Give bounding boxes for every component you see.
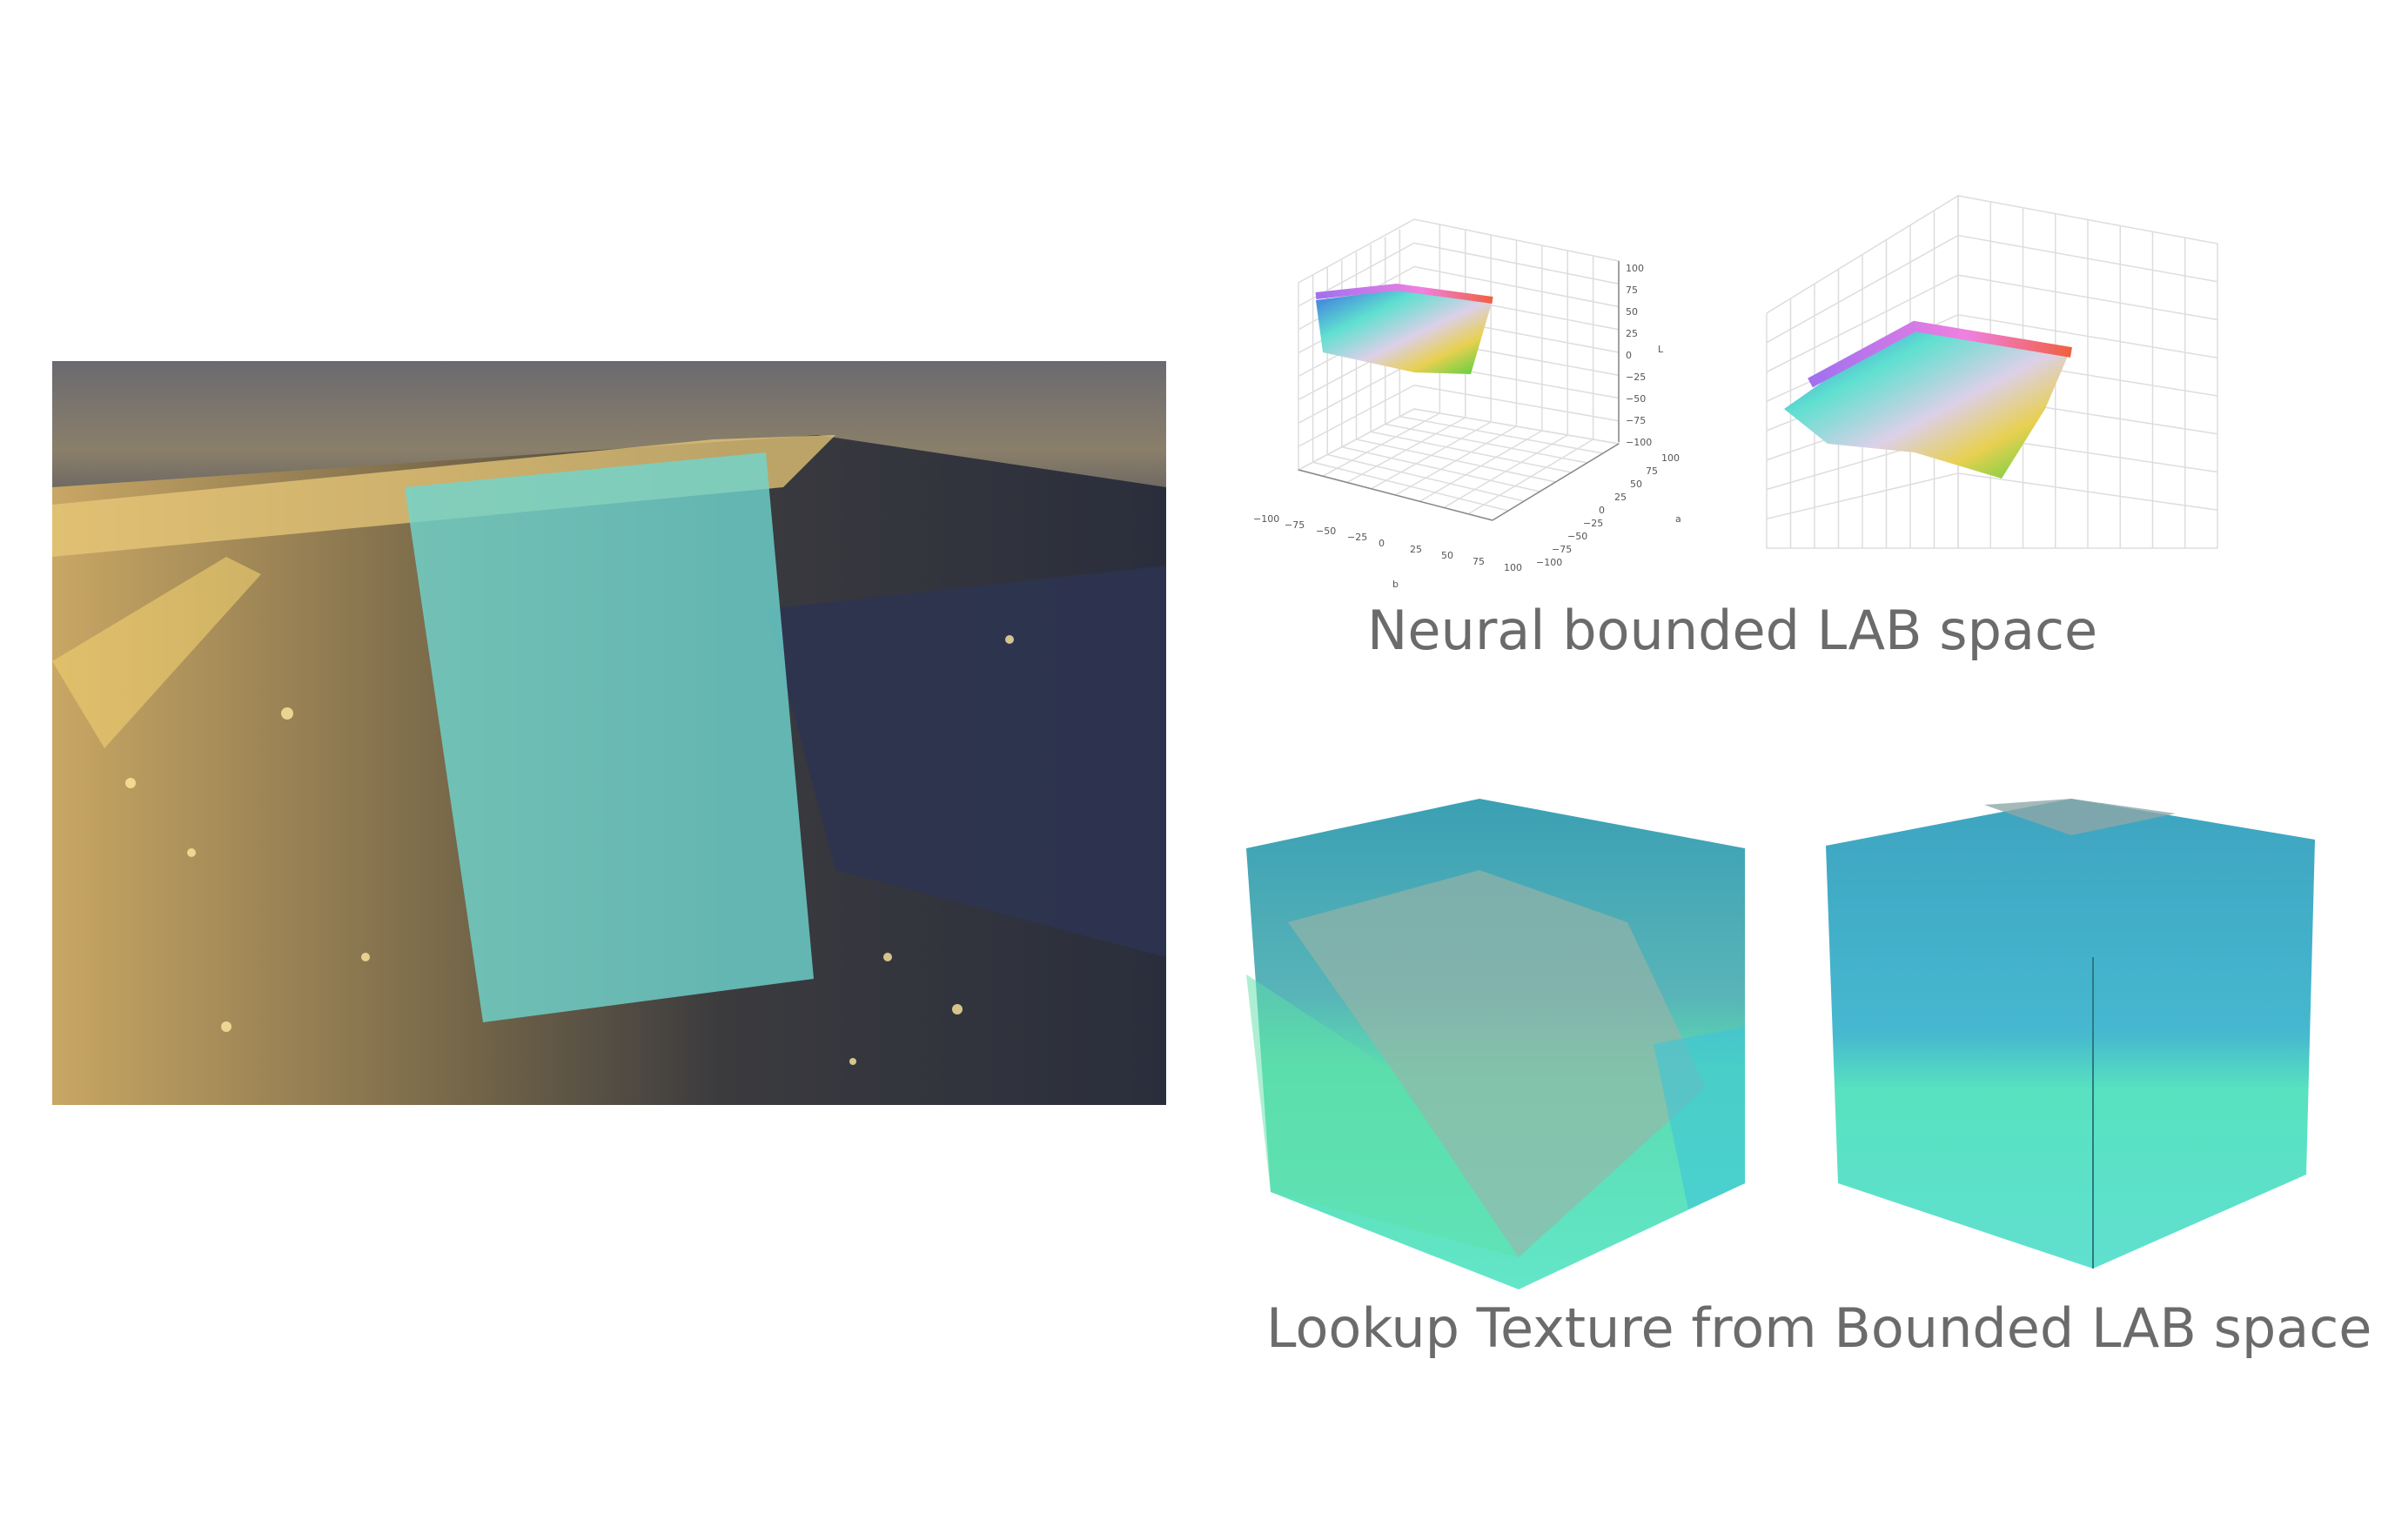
l-axis-tick: 0 — [1626, 350, 1632, 361]
grid-line — [1399, 416, 1604, 454]
grid-line — [1957, 472, 2218, 511]
a-axis-tick: 0 — [1599, 505, 1605, 516]
grid-line — [1443, 434, 1568, 509]
a-axis-tick: 100 — [1661, 452, 1680, 464]
b-axis-tick: −25 — [1347, 532, 1367, 543]
l-axis-tick: 25 — [1626, 328, 1638, 339]
grid-line — [1356, 439, 1556, 483]
lookup-cube-2 — [1826, 799, 2315, 1269]
caption-neural-bounded-lab: Neural bounded LAB space — [1367, 599, 2098, 662]
a-axis-tick: 50 — [1630, 479, 1642, 490]
a-axis-tick: −25 — [1583, 518, 1603, 529]
a-axis-tick: 75 — [1646, 465, 1658, 477]
lookup-overlay-plane — [405, 452, 814, 1022]
grid-line — [1419, 430, 1543, 502]
a-axis-tick: −100 — [1536, 557, 1562, 568]
b-axis-tick: 25 — [1410, 544, 1422, 555]
grid-line — [1766, 472, 1959, 519]
b-axis-tick: −50 — [1316, 526, 1336, 537]
b-axis-tick: 100 — [1504, 562, 1522, 573]
lookup-cube-1 — [1246, 799, 1745, 1289]
lab-scatter-plot-1 — [1296, 218, 1621, 521]
b-axis-tick: −100 — [1253, 513, 1279, 525]
b-axis-tick: 50 — [1441, 550, 1453, 561]
grid-line — [1413, 242, 1620, 285]
l-axis-tick: −25 — [1626, 372, 1646, 383]
grid-line — [1413, 265, 1620, 308]
b-axis-tick: 0 — [1379, 538, 1385, 549]
a-axis-tick: −75 — [1552, 544, 1572, 555]
b-axis-tick: 75 — [1473, 556, 1485, 567]
lab-scatter-plot-2 — [1766, 194, 2218, 549]
a-axis-tick: −50 — [1567, 531, 1587, 542]
l-axis-label: L — [1658, 344, 1664, 355]
city-night-photo — [52, 361, 1166, 1105]
b-axis-label: b — [1392, 579, 1399, 590]
grid-line — [1385, 423, 1587, 464]
a-axis-tick: 25 — [1614, 492, 1627, 503]
caption-lookup-texture: Lookup Texture from Bounded LAB space — [1266, 1296, 2372, 1360]
l-axis-tick: −50 — [1626, 393, 1646, 405]
l-axis-tick: 75 — [1626, 285, 1638, 296]
l-axis-tick: −75 — [1626, 415, 1646, 426]
l-axis-tick: 50 — [1626, 306, 1638, 318]
grid-line — [1370, 431, 1572, 473]
grid-line — [1467, 439, 1594, 515]
b-axis-tick: −75 — [1285, 519, 1305, 531]
l-axis-tick: 100 — [1626, 263, 1644, 274]
l-axis-tick: −100 — [1626, 437, 1652, 448]
a-axis-label: a — [1675, 513, 1681, 525]
